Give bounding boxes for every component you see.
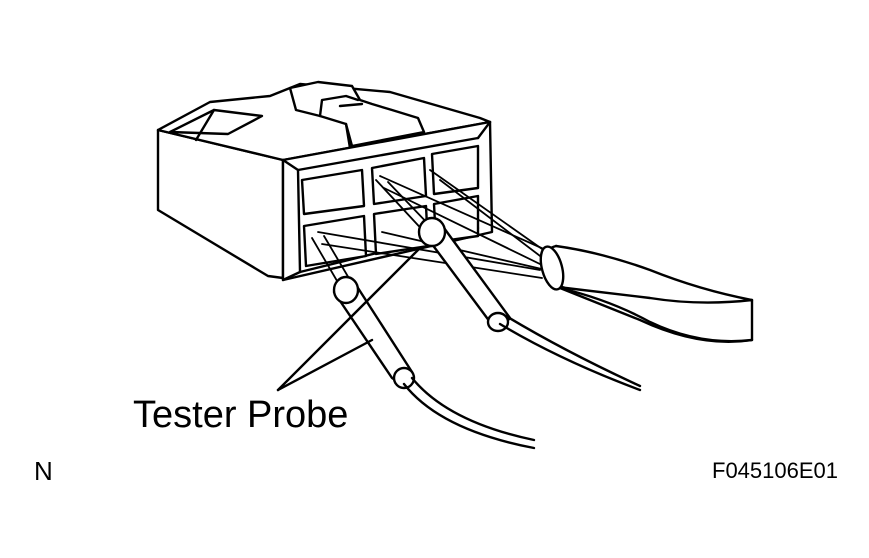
- tester-probe-1: [375, 179, 642, 392]
- callout-leaders: [276, 246, 422, 392]
- corner-marker-label: N: [34, 456, 53, 486]
- tester-probe-label: Tester Probe: [133, 394, 349, 436]
- wire-harness: [317, 169, 754, 343]
- figure-code-label: F045106E01: [712, 458, 838, 483]
- tester-probe-2: [311, 235, 536, 450]
